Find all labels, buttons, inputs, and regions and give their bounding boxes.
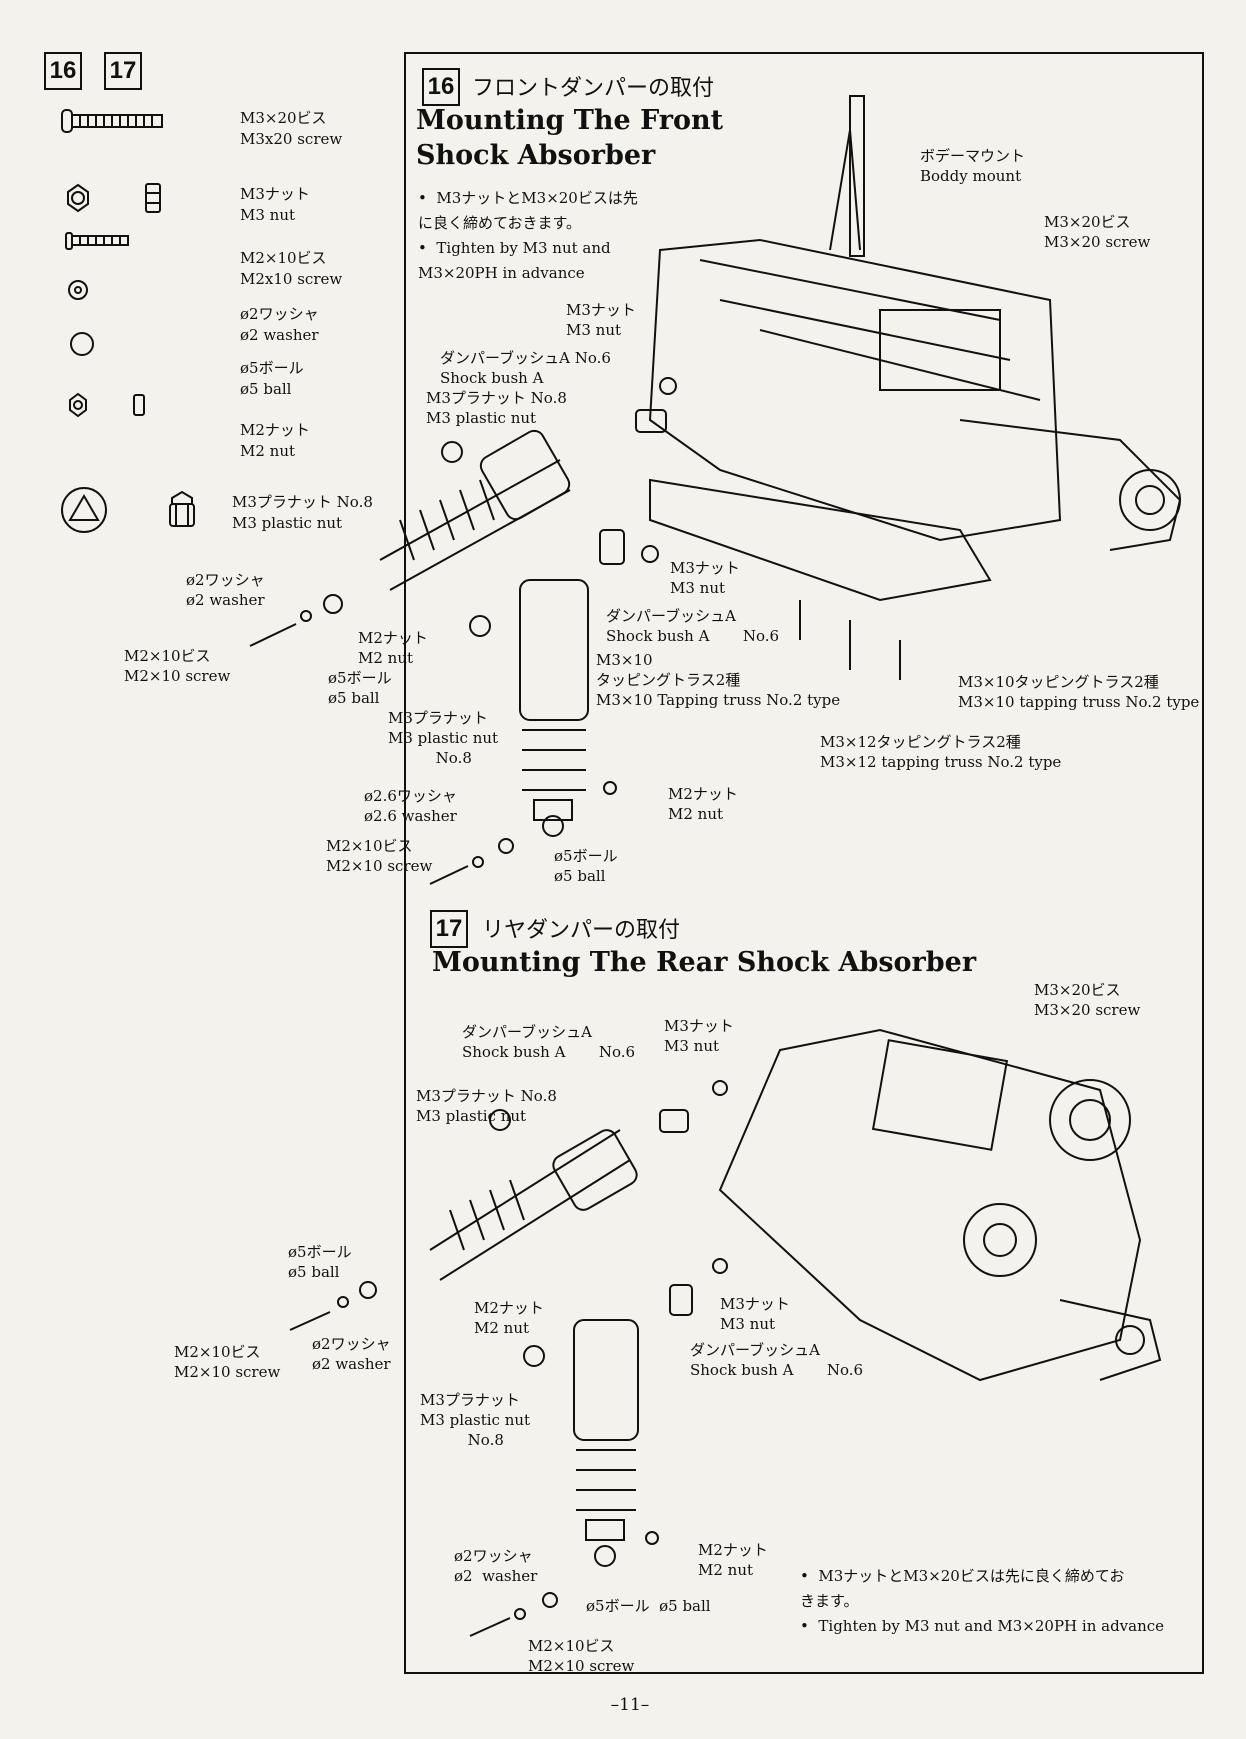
step-17-title-en: Mounting The Rear Shock Absorber (432, 947, 977, 978)
step16-label-ball5: ø5ボール ø5 ball (328, 669, 392, 707)
step17-label-m2nut: M2ナット M2 nut (474, 1299, 544, 1337)
step17-label-m3x20: M3×20ビス M3×20 screw (1034, 981, 1141, 1019)
rear-chassis-drawing (718, 1028, 1162, 1382)
step17-label-m3nut-top: M3ナット M3 nut (664, 1017, 734, 1055)
step16-label-m2nut: M2ナット M2 nut (358, 629, 428, 667)
step16-label-tapping-left: M3×10 タッピングトラス2種 M3×10 Tapping truss No.… (596, 651, 841, 709)
step17-label-m2nut-low: M2ナット M2 nut (698, 1541, 768, 1579)
step16-label-m2x10-low: M2×10ビス M2×10 screw (326, 837, 433, 875)
step16-label-shock-bush-top: ダンパーブッシュA No.6 Shock bush A (440, 349, 611, 387)
step16-label-m3nut-mid: M3ナット M3 nut (670, 559, 740, 597)
step17-label-ball5-low: ø5ボール ø5 ball (586, 1597, 711, 1615)
step-16-note-en: • Tighten by M3 nut and M3×20PH in advan… (418, 239, 611, 282)
step17-label-plastic-nut-mid: M3プラナット M3 plastic nut No.8 (420, 1391, 531, 1449)
step16-label-tapping-12: M3×12タッピングトラス2種 M3×12 tapping truss No.2… (820, 733, 1062, 771)
step-16-title-en-line1: Mounting The Front (416, 105, 724, 136)
washer-2-icon (68, 280, 88, 300)
step16-label-washer26: ø2.6ワッシャ ø2.6 washer (364, 787, 457, 825)
step16-label-body-mount: ボデーマウント Boddy mount (920, 147, 1026, 185)
step17-label-m2x10: M2×10ビス M2×10 screw (174, 1343, 281, 1381)
step-17-note-en: • Tighten by M3 nut and M3×20PH in advan… (800, 1617, 1165, 1635)
step16-label-plastic-nut-top: M3プラナット No.8 M3 plastic nut (426, 389, 567, 427)
step-number-16: 16 (44, 52, 82, 90)
step16-label-shock-bush-mid: ダンパーブッシュA Shock bush A No.6 (606, 607, 780, 645)
step-16-note-ja: • M3ナットとM3×20ビスは先 に良く締めておきます。 (418, 189, 638, 232)
step16-label-plastic-nut-mid: M3プラナット M3 plastic nut No.8 (388, 709, 499, 767)
nut-m2-icon (69, 392, 145, 418)
parts-legend-icons (61, 109, 195, 533)
rear-shock-vertical-drawing (469, 1258, 728, 1637)
step17-label-washer2: ø2ワッシャ ø2 washer (312, 1335, 391, 1373)
step16-label-m2nut-low: M2ナット M2 nut (668, 785, 738, 823)
step-17-note-ja: • M3ナットとM3×20ビスは先に良く締めてお きます。 (800, 1567, 1125, 1610)
step17-label-ball5: ø5ボール ø5 ball (288, 1243, 352, 1281)
step16-label-m2x10: M2×10ビス M2×10 screw (124, 647, 231, 685)
front-chassis-drawing (648, 95, 1182, 602)
step-16-number: 16 (422, 68, 460, 106)
step17-label-plastic-nut-top: M3プラナット No.8 M3 plastic nut (416, 1087, 557, 1125)
screw-m2x10-icon (65, 232, 129, 250)
page-number: –11– (610, 1695, 650, 1715)
step16-label-m3x20: M3×20ビス M3×20 screw (1044, 213, 1151, 251)
assembly-steps-frame (404, 52, 1204, 1674)
rear-shock-top-drawing (289, 1080, 728, 1331)
screw-m3x20-icon (61, 109, 163, 133)
nut-m3-icon (67, 183, 161, 213)
plastic-nut-m3-icon (61, 487, 195, 533)
step-16-title-ja: フロントダンパーの取付 (472, 76, 715, 101)
step-number-17: 17 (104, 52, 142, 90)
step16-label-tapping-right: M3×10タッピングトラス2種 M3×10 tapping truss No.2… (958, 673, 1200, 711)
step16-label-m3nut-top: M3ナット M3 nut (566, 301, 636, 339)
step17-label-m2x10-low: M2×10ビス M2×10 screw (528, 1637, 635, 1675)
step17-label-m3nut-mid: M3ナット M3 nut (720, 1295, 790, 1333)
step17-label-shock-bush-mid: ダンパーブッシュA Shock bush A No.6 (690, 1341, 864, 1379)
ball-5-icon (70, 332, 94, 356)
step16-label-ball5-low: ø5ボール ø5 ball (554, 847, 618, 885)
step17-label-washer2-low: ø2ワッシャ ø2 washer (454, 1547, 538, 1585)
step16-label-washer2: ø2ワッシャ ø2 washer (186, 571, 265, 609)
step17-label-shock-bush-top: ダンパーブッシュA Shock bush A No.6 (462, 1023, 636, 1061)
step-16-title-en-line2: Shock Absorber (416, 140, 656, 171)
front-shock-vertical-drawing (429, 529, 901, 885)
step-17-title-ja: リヤダンパーの取付 (482, 918, 681, 943)
front-shock-top-drawing (249, 377, 677, 647)
step-17-number: 17 (430, 910, 468, 948)
